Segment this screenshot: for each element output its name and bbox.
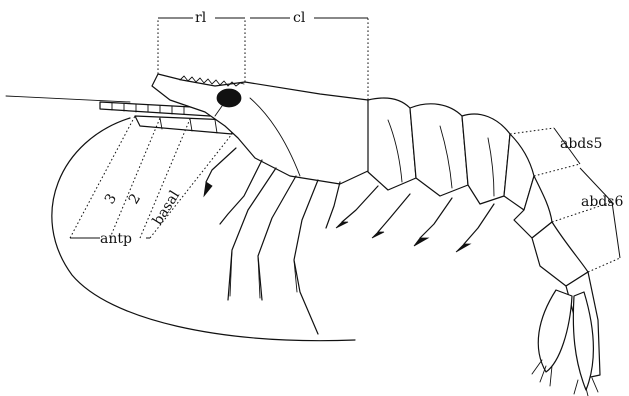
pereiopod-2 <box>228 168 276 300</box>
cl-label: cl <box>293 10 306 26</box>
antp-label: antp <box>100 231 132 247</box>
uropod-endopod <box>538 290 572 372</box>
tail-fan <box>532 272 600 396</box>
antp-segment-2-label: 2 <box>126 191 144 207</box>
maxilliped <box>206 148 236 182</box>
antennular-flagellum <box>6 96 130 102</box>
pleopods <box>336 186 494 252</box>
abdominal-segment-3 <box>462 114 510 204</box>
pereiopod-4 <box>294 180 318 334</box>
rl-label: rl <box>195 10 207 26</box>
pereiopod-5 <box>326 182 340 228</box>
eye <box>217 89 241 107</box>
pereiopod-1 <box>220 160 262 224</box>
abds6-label: abds6 <box>581 194 623 210</box>
abdomen <box>368 98 588 286</box>
abdominal-segment-2 <box>410 104 468 196</box>
abds5-label: abds5 <box>560 136 602 152</box>
pereiopod-3 <box>258 176 296 300</box>
antp-basal-label: basal <box>150 188 184 229</box>
rl-bracket: rl <box>158 10 245 82</box>
abdominal-segment-1 <box>368 98 416 190</box>
antp-segment-3-label: 3 <box>102 191 120 207</box>
abdominal-segment-6 <box>532 222 588 286</box>
carapace <box>152 74 370 184</box>
